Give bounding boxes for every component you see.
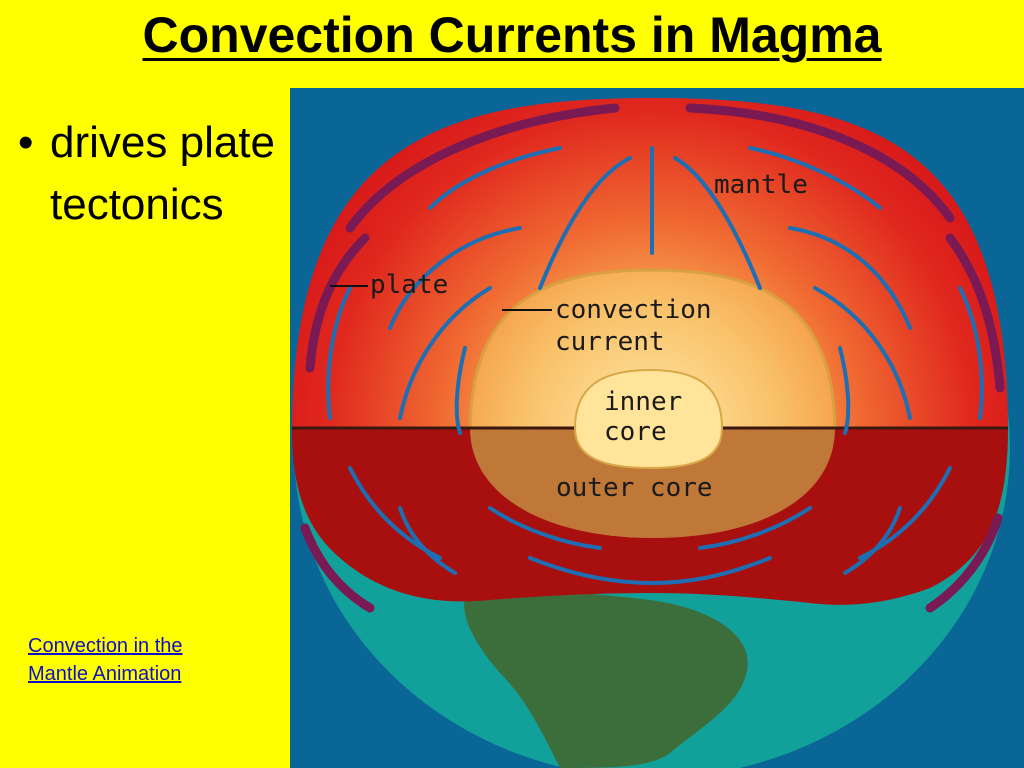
earth-convection-diagram: mantle plate convection current inner co… [290,88,1024,768]
mantle-layer [292,98,1008,433]
outer-core-lower [470,428,835,538]
label-convection-line1: convection [555,295,712,325]
label-inner-core-line1: inner [604,387,682,417]
convection-current-arrows [326,146,984,585]
plate-edges [300,103,1005,613]
inner-core [573,368,724,470]
land-mass [464,591,748,768]
label-mantle: mantle [714,170,808,200]
label-plate: plate [370,270,448,300]
label-outer-core: outer core [556,473,713,503]
bullet-list: • drives plate tectonics [18,112,283,236]
animation-link[interactable]: Convection in the Mantle Animation [28,635,183,685]
earth-cutaway-illustration: mantle plate convection current inner co… [290,88,1024,768]
bullet-dot-icon: • [18,118,34,167]
bullet-text: drives plate tectonics [50,118,276,229]
label-inner-core-line2: core [604,417,667,447]
slide-title: Convection Currents in Magma [142,7,882,63]
label-convection-line2: current [555,327,665,357]
bullet-item: • drives plate tectonics [18,112,283,236]
outer-core-upper [468,268,837,435]
